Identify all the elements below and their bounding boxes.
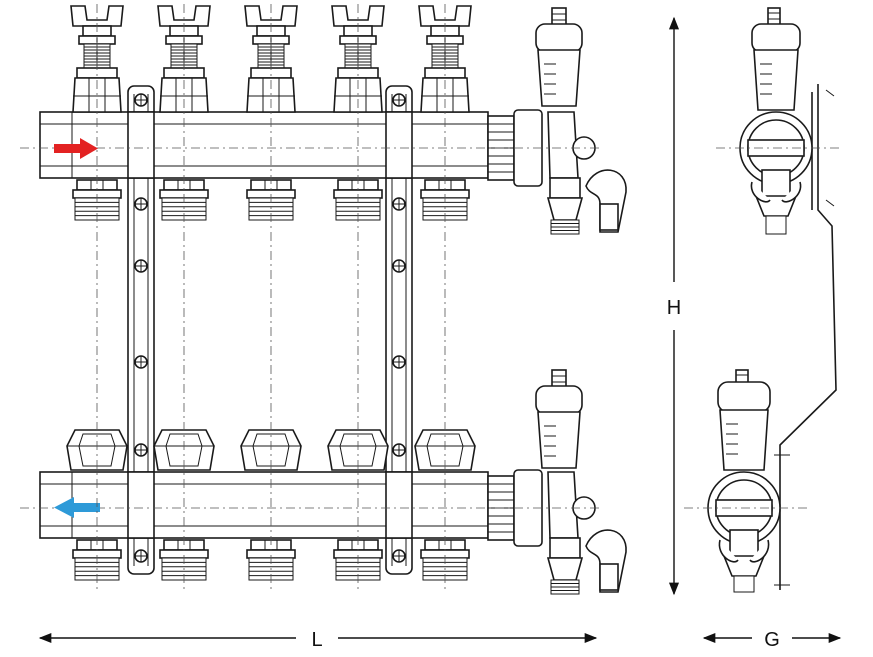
dimension-l: L — [38, 629, 598, 651]
flow-meter-valve — [331, 5, 385, 113]
supply-flow-meters — [70, 5, 472, 113]
supply-arrow-shaft — [54, 144, 82, 153]
screw-icon — [392, 259, 406, 273]
side-bottom-unit — [684, 369, 808, 593]
flow-meter-valve — [157, 5, 211, 113]
side-top-unit — [716, 7, 840, 235]
vent-drain-unit — [487, 7, 627, 235]
depth-label: G — [764, 629, 780, 651]
screw-icon — [134, 355, 148, 369]
arrow-right-icon — [54, 138, 98, 159]
vent-drain-unit — [487, 369, 627, 595]
supply-manifold-bar — [39, 111, 489, 179]
screw-icon — [392, 549, 406, 563]
arrow-left-icon — [54, 497, 100, 518]
flow-meter-valve — [70, 5, 124, 113]
return-arrow-shaft — [72, 503, 100, 512]
flow-meter-valve — [418, 5, 472, 113]
screw-icon — [134, 443, 148, 457]
return-valve-cap — [414, 429, 476, 471]
screw-icon — [134, 549, 148, 563]
screw-icon — [392, 93, 406, 107]
return-arrow-head — [54, 497, 74, 518]
flow-meter-valve — [244, 5, 298, 113]
front-view — [20, 5, 627, 595]
length-label: L — [311, 629, 322, 651]
screw-icon — [392, 197, 406, 211]
return-valve-cap — [153, 429, 215, 471]
return-manifold-bar — [39, 471, 489, 539]
screw-icon — [134, 197, 148, 211]
return-valve-cap — [240, 429, 302, 471]
dimension-h: H — [667, 16, 681, 596]
supply-arrow-head — [80, 138, 98, 159]
side-view — [684, 7, 840, 593]
return-valve-caps — [66, 429, 476, 471]
height-label: H — [667, 297, 681, 319]
end-piece-vent-drain — [487, 7, 627, 595]
dimension-g: G — [702, 629, 842, 651]
screw-icon — [392, 355, 406, 369]
bracket-screws — [134, 93, 406, 563]
screw-icon — [134, 259, 148, 273]
screw-icon — [134, 93, 148, 107]
screw-icon — [392, 443, 406, 457]
